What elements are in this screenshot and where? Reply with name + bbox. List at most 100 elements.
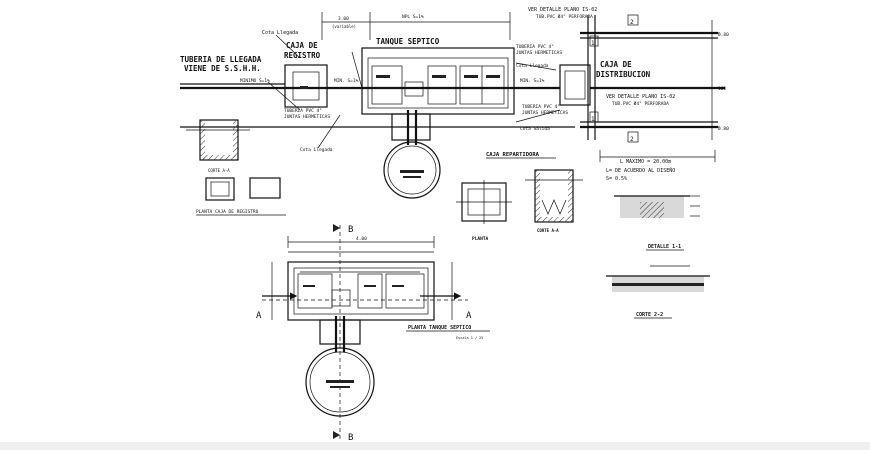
label-dim-right-2: 100 (718, 86, 726, 92)
label-cota-llegada-dist: Cota Llegada (516, 63, 549, 69)
label-tanque-septico: TANQUE SEPTICO (376, 37, 440, 46)
label-corte-2: CORTE 2-2 (636, 312, 663, 318)
cr-section-box (199, 119, 239, 161)
label-caja-dist-2: DISTRIBUCION (596, 70, 651, 79)
plan-mark-3 (392, 285, 404, 287)
cr-floor (200, 155, 238, 160)
cr-plan-small-inner (210, 181, 230, 197)
well-circle-inner (387, 145, 437, 195)
label-minimo-1: MINIMO S=1% (240, 78, 270, 84)
label-dim-right-3: 0.80 (718, 126, 729, 132)
label-dist-3: 1 (591, 116, 595, 123)
label-pvc-3a: TUBERIA PVC 4" (522, 104, 560, 110)
lower-plan: B B A A 4.00 PLANTA (256, 224, 490, 443)
rep-wall-left (535, 170, 540, 222)
label-npl-top: NPL S=1% (402, 14, 424, 20)
tank-center-box (404, 81, 424, 97)
label-pvc-2a: TUBERIA PVC 4" (516, 44, 554, 50)
cr-plan-small-2 (249, 177, 281, 199)
label-dim-top: 3.00 (338, 16, 349, 22)
well-label-mark-2 (403, 176, 421, 178)
top-plan (180, 12, 725, 216)
dist-marker-1 (589, 35, 599, 47)
tank-chamber-2 (427, 65, 457, 105)
cr-wall-right (233, 120, 238, 160)
label-l-acuerdo: L= DE ACUERDO AL DISEÑO (606, 167, 675, 174)
dist-marker-4 (627, 131, 639, 143)
rep-baffle (541, 199, 567, 215)
tank-mark-3 (464, 75, 478, 78)
label-ver-detalle-2: VER DETALLE PLANO IS-02 (606, 94, 675, 100)
label-dim-top-sub: (variable) (332, 24, 356, 29)
label-pvc-3b: JUNTAS HERMETICAS (522, 110, 568, 116)
label-a-right: A (466, 311, 472, 321)
top-plan-text: Cota Llegada TUBERIA DE LLEGADA VIENE DE… (180, 7, 729, 215)
tank-mark-2 (432, 75, 446, 78)
dist-marker-3 (627, 14, 639, 26)
label-caja-registro-1: CAJA DE (286, 41, 318, 50)
plan-well-mark (326, 380, 354, 383)
label-planta-tanque: PLANTA TANQUE SEPTICO (408, 325, 471, 331)
detalle-1-1: DETALLE 1-1 (614, 195, 700, 251)
leader-min (351, 51, 363, 89)
bottom-strip (0, 442, 870, 450)
label-caja-repartidora: CAJA REPARTIDORA (486, 152, 540, 158)
label-s-val: S= 0.5% (606, 176, 627, 182)
cr-wall-left (200, 120, 205, 160)
label-ver-detalle-1b: TUB.PVC Ø4" PERFORADA (536, 13, 593, 20)
well-label-mark (400, 170, 424, 173)
corte-2-2: CORTE 2-2 (606, 265, 710, 319)
plan-well-circle (305, 347, 375, 417)
label-pvc-1a: TUBERIA PVC 4" (284, 108, 322, 114)
label-tuberia-llegada-2: VIENE DE S.S.H.H. (184, 64, 261, 73)
label-escala: Escala 1 / 25 (456, 336, 483, 340)
label-planta-caja-registro: PLANTA CAJA DE REGISTRO (196, 209, 259, 215)
plan-mark-2 (364, 285, 376, 287)
label-dist-2: 2 (630, 19, 634, 26)
tanque-septico-outer (361, 47, 515, 115)
plan-chamber-mid (357, 273, 383, 309)
label-pvc-1b: JUNTAS HERMETICAS (284, 114, 330, 120)
leader-pvc-1 (267, 81, 301, 111)
label-dim-right-1: 0.80 (718, 32, 729, 38)
arrow-b-bottom (333, 431, 340, 439)
label-a-left: A (256, 311, 262, 321)
caja-registro (284, 64, 328, 108)
tank-mark-4 (486, 75, 500, 78)
arrow-b-top (333, 224, 340, 232)
label-cota-llegada: Cota Llegada (262, 30, 298, 36)
label-corte-small: CORTE A-A (537, 228, 559, 233)
label-ver-detalle-2b: TUB.PVC Ø4" PERFORADA (612, 100, 669, 107)
label-l-maximo: L MAXIMO = 20.00m (620, 159, 671, 165)
label-pvc-2b: JUNTAS HERMETICAS (516, 50, 562, 56)
tank-mark-1 (376, 75, 390, 78)
caja-registro-mark (300, 86, 308, 89)
det-gravel (640, 202, 664, 218)
label-detalle-1: DETALLE 1-1 (648, 244, 681, 250)
leader-cota-ll (515, 62, 557, 71)
label-dim-plan-top: 4.00 (356, 236, 367, 242)
tank-chamber-1 (371, 65, 403, 105)
caja-registro-inner (292, 71, 320, 101)
label-b-top: B (348, 225, 353, 235)
tanque-septico-inner (367, 57, 509, 109)
rep-section-box (534, 169, 574, 223)
plan-center-box (331, 289, 351, 307)
well-circle (383, 141, 441, 199)
caja-repartidora-details: CAJA REPARTIDORA PLANTA CORTE A-A (456, 152, 583, 242)
label-caja-registro-2: REGISTRO (284, 51, 321, 60)
plan-well-inner (309, 351, 371, 413)
label-planta-small: PLANTA (472, 236, 489, 242)
rep-wall-right (568, 170, 573, 222)
plan-well-mark-2 (330, 386, 350, 388)
cr-plan-small (205, 177, 235, 201)
label-b-bottom: B (348, 433, 353, 443)
label-cota-llegada-2: Cota Llegada (300, 147, 333, 153)
plan-mark-1 (303, 285, 315, 287)
rep-floor (535, 217, 573, 222)
caja-distribucion-inner (564, 70, 586, 100)
label-caja-dist-1: CAJA DE (600, 60, 632, 69)
label-dist-4: 2 (630, 136, 634, 143)
plan-tank-inner (293, 267, 429, 315)
